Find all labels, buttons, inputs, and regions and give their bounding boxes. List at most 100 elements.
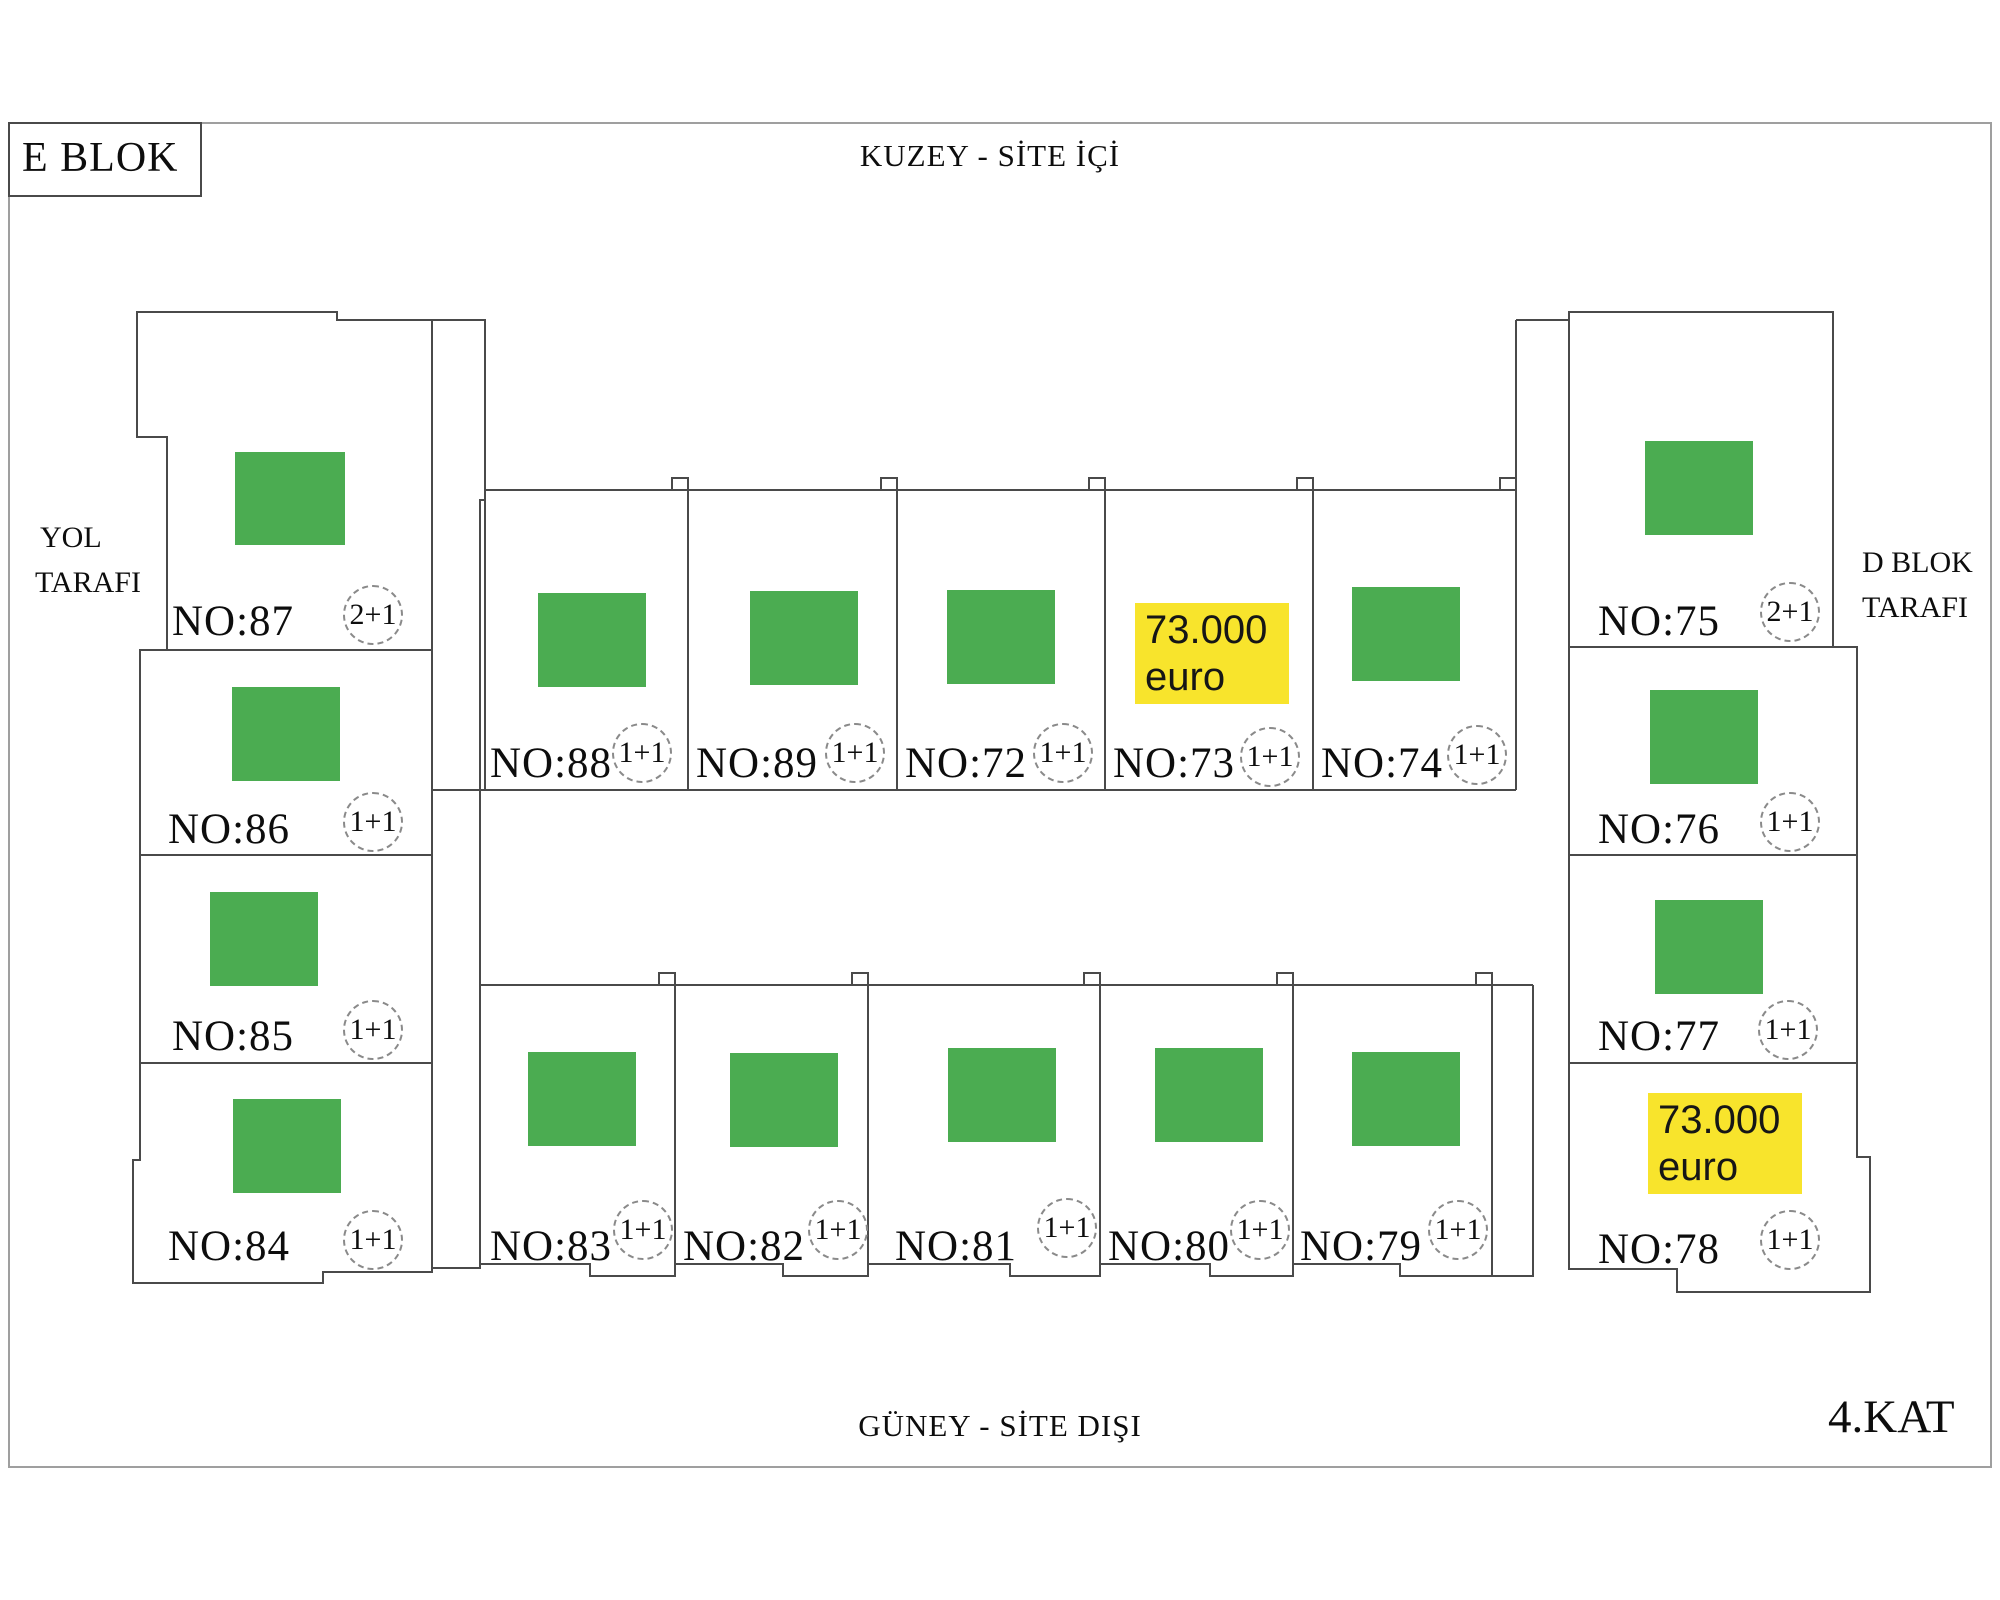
price-tag: 73.000 euro xyxy=(1135,603,1289,704)
unit-type-label: 1+1 xyxy=(349,805,397,838)
building-walls xyxy=(132,311,1871,1293)
unit-number-label: NO:74 xyxy=(1321,740,1444,787)
unit-number-label: NO:83 xyxy=(490,1223,613,1270)
unit-number-label: NO:85 xyxy=(172,1013,295,1060)
unit-type-label: 1+1 xyxy=(1434,1213,1482,1246)
unit-type-label: 1+1 xyxy=(1236,1213,1284,1246)
unit-type-badge: 1+1 xyxy=(612,723,672,783)
sheet-border xyxy=(8,122,1992,1468)
unit-cell-86[interactable]: NO:86 1+1 xyxy=(140,650,432,855)
unit-type-label: 1+1 xyxy=(1766,805,1814,838)
availability-marker xyxy=(233,1099,341,1193)
unit-number-label: NO:89 xyxy=(696,740,819,787)
unit-type-badge: 1+1 xyxy=(343,1210,403,1270)
availability-marker xyxy=(1352,1052,1460,1146)
east-side-label-line2: TARAFI xyxy=(1862,591,1968,624)
unit-cell-82[interactable]: NO:82 1+1 xyxy=(675,985,868,1270)
unit-type-badge: 1+1 xyxy=(1758,1000,1818,1060)
availability-marker xyxy=(528,1052,636,1146)
unit-cell-76[interactable]: NO:76 1+1 xyxy=(1569,647,1833,855)
unit-cell-78[interactable]: 73.000 euro NO:78 1+1 xyxy=(1569,1063,1833,1273)
unit-type-badge: 1+1 xyxy=(1230,1200,1290,1260)
unit-type-label: 2+1 xyxy=(349,598,397,631)
south-side-label: GÜNEY - SİTE DIŞI xyxy=(858,1408,1142,1443)
availability-marker xyxy=(1645,441,1753,535)
unit-type-label: 2+1 xyxy=(1766,595,1814,628)
unit-cell-74[interactable]: NO:74 1+1 xyxy=(1313,490,1516,790)
unit-cell-73[interactable]: 73.000 euro NO:73 1+1 xyxy=(1105,490,1313,790)
price-tag xyxy=(1648,1093,1802,1194)
north-side-label: KUZEY - SİTE İÇİ xyxy=(859,138,1121,173)
unit-type-label: 1+1 xyxy=(814,1213,862,1246)
unit-type-badge: 1+1 xyxy=(1033,723,1093,783)
unit-type-badge: 1+1 xyxy=(808,1200,868,1260)
unit-number-label: NO:87 xyxy=(172,598,295,645)
unit-cell-77[interactable]: NO:77 1+1 xyxy=(1569,855,1833,1063)
unit-cell-85[interactable]: NO:85 1+1 xyxy=(140,855,432,1063)
unit-number-label: NO:78 xyxy=(1598,1226,1721,1273)
unit-type-label: 1+1 xyxy=(1764,1013,1812,1046)
unit-cell-89[interactable]: NO:89 1+1 xyxy=(688,490,897,790)
unit-type-badge: 1+1 xyxy=(343,1000,403,1060)
price-amount: 73.000 xyxy=(1658,1098,1781,1142)
unit-type-badge: 1+1 xyxy=(1760,1210,1820,1270)
west-side-label-line2: TARAFI xyxy=(35,566,141,599)
unit-cell-81[interactable]: NO:81 1+1 xyxy=(868,985,1100,1270)
unit-cell-88[interactable]: NO:88 1+1 xyxy=(485,490,688,790)
price-currency: euro xyxy=(1658,1145,1739,1189)
unit-type-badge: 2+1 xyxy=(343,585,403,645)
unit-number-label: NO:77 xyxy=(1598,1013,1721,1060)
unit-type-label: 1+1 xyxy=(618,736,666,769)
unit-type-badge: 2+1 xyxy=(1760,582,1820,642)
availability-marker xyxy=(730,1053,838,1147)
unit-cell-80[interactable]: NO:80 1+1 xyxy=(1100,985,1293,1270)
unit-number-label: NO:81 xyxy=(895,1223,1018,1270)
unit-type-label: 1+1 xyxy=(831,736,879,769)
unit-type-badge: 1+1 xyxy=(343,792,403,852)
unit-type-badge: 1+1 xyxy=(825,723,885,783)
unit-cell-84[interactable]: NO:84 1+1 xyxy=(133,1063,432,1283)
unit-number-label: NO:88 xyxy=(490,740,613,787)
unit-type-badge: 1+1 xyxy=(1037,1198,1097,1258)
block-title: E BLOK xyxy=(22,135,179,181)
unit-type-badge: 1+1 xyxy=(1447,725,1507,785)
unit-cell-75[interactable]: NO:75 2+1 xyxy=(1569,312,1833,647)
availability-marker xyxy=(1155,1048,1263,1142)
unit-number-label: NO:76 xyxy=(1598,806,1721,853)
floor-label: 4.KAT xyxy=(1828,1391,1955,1443)
price-currency: euro xyxy=(1145,655,1226,699)
unit-type-label: 1+1 xyxy=(1043,1211,1091,1244)
availability-marker xyxy=(232,687,340,781)
unit-number-label: NO:82 xyxy=(683,1223,806,1270)
unit-type-label: 1+1 xyxy=(619,1213,667,1246)
unit-cell-72[interactable]: NO:72 1+1 xyxy=(897,490,1105,790)
unit-type-label: 1+1 xyxy=(349,1013,397,1046)
unit-number-label: NO:86 xyxy=(168,806,291,853)
unit-number-label: NO:80 xyxy=(1108,1223,1231,1270)
unit-type-badge: 1+1 xyxy=(1240,727,1300,787)
unit-type-label: 1+1 xyxy=(1766,1223,1814,1256)
availability-marker xyxy=(750,591,858,685)
unit-number-label: NO:84 xyxy=(168,1223,291,1270)
unit-cell-87[interactable]: NO:87 2+1 xyxy=(140,312,432,650)
availability-marker xyxy=(947,590,1055,684)
unit-number-label: NO:79 xyxy=(1300,1223,1423,1270)
unit-number-label: NO:73 xyxy=(1113,740,1236,787)
availability-marker xyxy=(235,452,345,545)
availability-marker xyxy=(1650,690,1758,784)
unit-number-label: NO:75 xyxy=(1598,598,1721,645)
unit-cell-79[interactable]: NO:79 1+1 xyxy=(1293,985,1492,1270)
unit-number-label: NO:72 xyxy=(905,740,1028,787)
availability-marker xyxy=(538,593,646,687)
unit-type-badge: 1+1 xyxy=(613,1200,673,1260)
availability-marker xyxy=(210,892,318,986)
unit-type-badge: 1+1 xyxy=(1428,1200,1488,1260)
unit-cell-83[interactable]: NO:83 1+1 xyxy=(480,985,675,1270)
unit-type-label: 1+1 xyxy=(1246,740,1294,773)
east-side-label-line1: D BLOK xyxy=(1862,546,1973,579)
unit-type-label: 1+1 xyxy=(349,1223,397,1256)
availability-marker xyxy=(1352,587,1460,681)
block-title-box xyxy=(8,122,202,197)
